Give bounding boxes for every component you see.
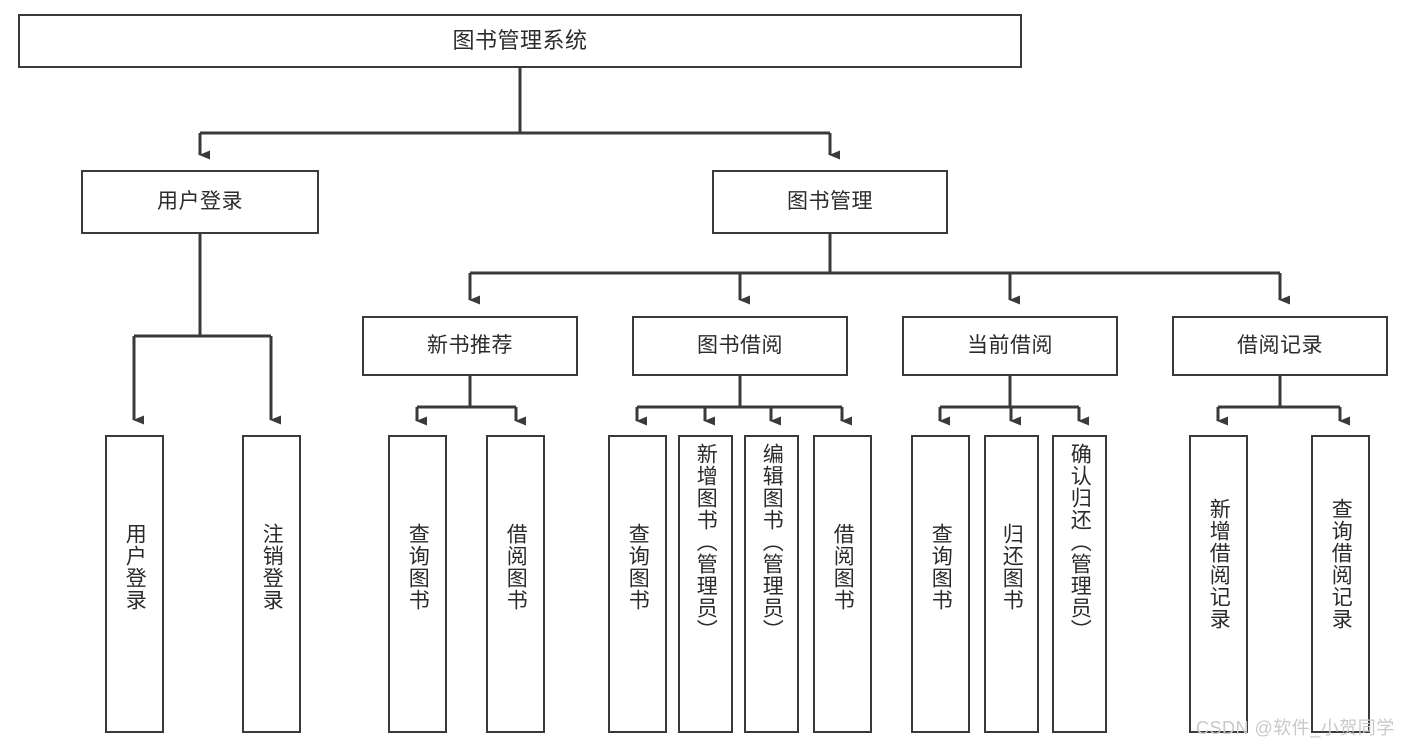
leaf-query-book-borrow-label: 查询图书 — [626, 523, 650, 611]
leaf-confirm-return-admin-label: 确认归还（管理员） — [1068, 443, 1092, 641]
node-root-system-label: 图书管理系统 — [452, 27, 588, 53]
leaf-query-book-current-label: 查询图书 — [929, 523, 953, 611]
leaf-confirm-return-admin[interactable]: 确认归还（管理员） — [1052, 435, 1107, 733]
leaf-logout-label: 注销登录 — [260, 523, 284, 611]
node-user-login-label: 用户登录 — [157, 190, 243, 214]
leaf-return-book-label: 归还图书 — [1000, 523, 1024, 611]
leaf-borrow-book-recommend-label: 借阅图书 — [504, 523, 528, 611]
leaf-logout[interactable]: 注销登录 — [242, 435, 301, 733]
node-book-borrow-label: 图书借阅 — [697, 334, 783, 358]
leaf-query-book-recommend-label: 查询图书 — [406, 523, 430, 611]
node-new-book-recommend-label: 新书推荐 — [427, 334, 513, 358]
node-borrow-record-label: 借阅记录 — [1237, 334, 1323, 358]
node-current-borrow[interactable]: 当前借阅 — [902, 316, 1118, 376]
leaf-borrow-book[interactable]: 借阅图书 — [813, 435, 872, 733]
node-root-system[interactable]: 图书管理系统 — [18, 14, 1022, 68]
leaf-query-book-recommend[interactable]: 查询图书 — [388, 435, 447, 733]
leaf-user-login-label: 用户登录 — [123, 523, 147, 611]
leaf-borrow-book-label: 借阅图书 — [831, 523, 855, 611]
leaf-add-book-admin[interactable]: 新增图书（管理员） — [678, 435, 733, 733]
node-current-borrow-label: 当前借阅 — [967, 334, 1053, 358]
leaf-borrow-book-recommend[interactable]: 借阅图书 — [486, 435, 545, 733]
node-book-management-label: 图书管理 — [787, 190, 873, 214]
leaf-query-book-current[interactable]: 查询图书 — [911, 435, 970, 733]
leaf-user-login[interactable]: 用户登录 — [105, 435, 164, 733]
leaf-edit-book-admin[interactable]: 编辑图书（管理员） — [744, 435, 799, 733]
node-borrow-record[interactable]: 借阅记录 — [1172, 316, 1388, 376]
csdn-watermark: CSDN @软件_小贺同学 — [1196, 718, 1395, 738]
leaf-add-borrow-record[interactable]: 新增借阅记录 — [1189, 435, 1248, 733]
leaf-edit-book-admin-label: 编辑图书（管理员） — [760, 443, 784, 641]
leaf-return-book[interactable]: 归还图书 — [984, 435, 1039, 733]
node-book-management[interactable]: 图书管理 — [712, 170, 948, 234]
leaf-add-borrow-record-label: 新增借阅记录 — [1207, 498, 1231, 630]
leaf-query-book-borrow[interactable]: 查询图书 — [608, 435, 667, 733]
leaf-query-borrow-record-label: 查询借阅记录 — [1329, 498, 1353, 630]
node-user-login[interactable]: 用户登录 — [81, 170, 319, 234]
leaf-add-book-admin-label: 新增图书（管理员） — [694, 443, 718, 641]
node-new-book-recommend[interactable]: 新书推荐 — [362, 316, 578, 376]
leaf-query-borrow-record[interactable]: 查询借阅记录 — [1311, 435, 1370, 733]
node-book-borrow[interactable]: 图书借阅 — [632, 316, 848, 376]
